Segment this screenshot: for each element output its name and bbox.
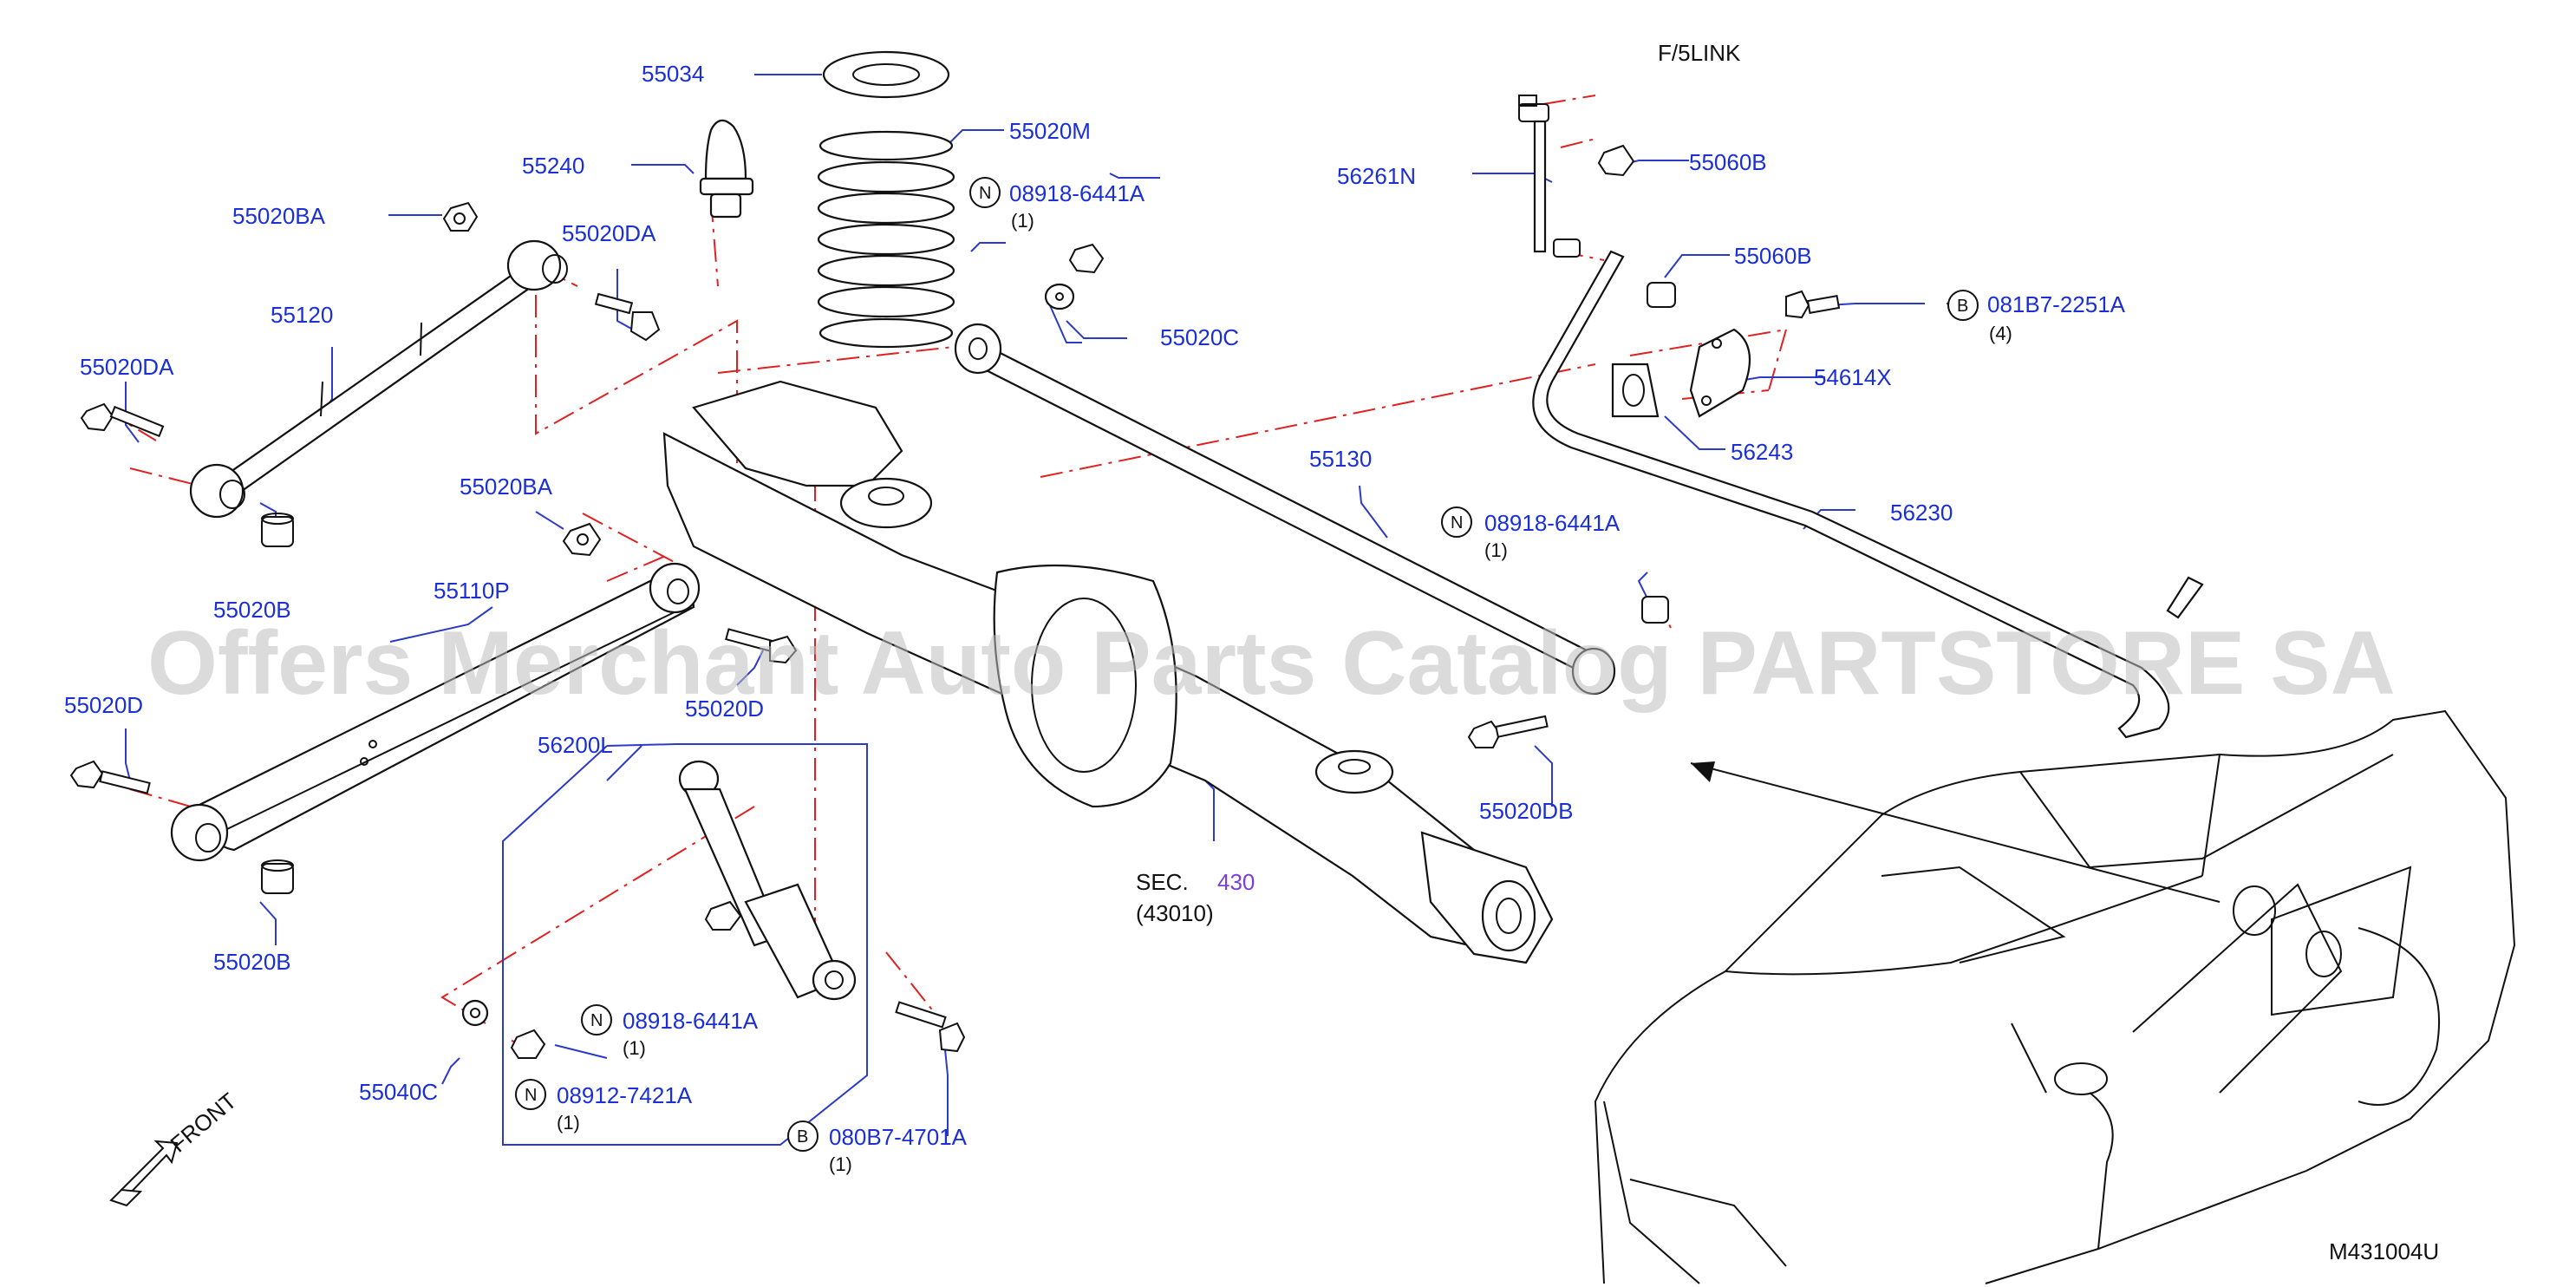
label-55130[interactable]: 55130	[1309, 446, 1372, 472]
bolt-081B7	[1785, 290, 1841, 319]
label-54614X[interactable]: 54614X	[1814, 364, 1892, 390]
svg-text:080B7-4701A: 080B7-4701A	[829, 1124, 968, 1150]
label-55020BA-top[interactable]: 55020BA	[232, 203, 326, 229]
label-55060B-mid[interactable]: 55060B	[1734, 243, 1812, 269]
label-55020DA-top[interactable]: 55020DA	[562, 220, 656, 246]
svg-text:08918-6441A: 08918-6441A	[1484, 510, 1621, 536]
nut-55060B-mid	[1647, 282, 1676, 308]
vehicle-locator	[1594, 709, 2516, 1284]
svg-text:(1): (1)	[1484, 539, 1508, 561]
figure-code: M431004U	[2329, 1238, 2439, 1264]
svg-text:(4): (4)	[1989, 323, 2012, 344]
label-55020C[interactable]: 55020C	[1160, 324, 1239, 350]
callout-08912-7421A[interactable]: N 08912-7421A (1)	[515, 1079, 693, 1133]
stabilizer-link-56261N	[1518, 95, 1581, 258]
svg-text:430: 430	[1217, 869, 1255, 895]
front-arrow-icon	[109, 1140, 179, 1207]
svg-text:(1): (1)	[829, 1153, 852, 1175]
label-55020DB[interactable]: 55020DB	[1479, 798, 1573, 824]
bump-stop-55240	[699, 119, 754, 219]
washer-55040C	[461, 999, 489, 1027]
label-56230[interactable]: 56230	[1890, 500, 1953, 526]
label-55040C[interactable]: 55040C	[359, 1079, 438, 1105]
label-55110P[interactable]: 55110P	[434, 578, 510, 604]
bolt-55020DA-top	[594, 292, 661, 342]
nut-55020BA-mid	[562, 522, 602, 557]
callout-08918-mid[interactable]: N 08918-6441A (1)	[1441, 506, 1621, 561]
lower-link-55110P	[170, 562, 701, 862]
axle-housing-43010	[662, 380, 1554, 964]
callout-08918-top[interactable]: N 08918-6441A (1)	[969, 177, 1145, 232]
label-55020D-left[interactable]: 55020D	[64, 692, 143, 718]
label-55034[interactable]: 55034	[642, 61, 704, 87]
clamp-bracket-54614X	[1689, 328, 1751, 418]
bolt-55020DB	[1467, 596, 1669, 748]
header-label: F/5LINK	[1658, 40, 1741, 66]
callout-08918-low[interactable]: N 08918-6441A (1)	[581, 1004, 759, 1059]
bushing-56243	[1611, 363, 1660, 418]
bolt-55020D-left	[69, 760, 151, 794]
svg-text:08912-7421A: 08912-7421A	[557, 1082, 693, 1108]
svg-text:(43010): (43010)	[1136, 900, 1214, 926]
nut-55020B-top	[261, 513, 294, 547]
bolt-55020D-mid	[725, 628, 798, 664]
nut-08912	[510, 1029, 546, 1059]
bolt-080B7	[895, 1001, 966, 1053]
stabilizer-bar-56230	[1532, 250, 2204, 739]
svg-text:(1): (1)	[623, 1037, 646, 1059]
svg-text:08918-6441A: 08918-6441A	[1009, 180, 1145, 206]
nut-55020BA-top	[442, 201, 479, 232]
svg-text:B: B	[1957, 297, 1968, 316]
label-55020BA-mid[interactable]: 55020BA	[460, 474, 553, 500]
coil-spring-55020M	[817, 130, 955, 349]
spring-seat-55034	[822, 50, 950, 99]
svg-text:08918-6441A: 08918-6441A	[623, 1008, 759, 1034]
label-56261N[interactable]: 56261N	[1337, 163, 1416, 189]
svg-text:(1): (1)	[1011, 210, 1034, 232]
label-55020D-mid[interactable]: 55020D	[685, 696, 764, 722]
label-55020DA-left[interactable]: 55020DA	[80, 354, 174, 380]
callout-081B7[interactable]: B (4)	[1947, 290, 2012, 344]
svg-text:SEC.: SEC.	[1136, 869, 1189, 895]
bolt-55020DA-left	[80, 402, 165, 438]
svg-text:N: N	[1451, 513, 1463, 532]
section-reference[interactable]: SEC. 430 (43010)	[1136, 869, 1255, 926]
lateral-rod-55130	[954, 323, 1616, 696]
label-55060B-top[interactable]: 55060B	[1689, 149, 1767, 175]
label-56243[interactable]: 56243	[1731, 439, 1793, 465]
shock-absorber-56200L	[678, 760, 857, 1001]
svg-text:N: N	[979, 184, 991, 203]
svg-text:N: N	[525, 1086, 537, 1105]
callout-080B7-4701A[interactable]: B 080B7-4701A (1)	[787, 1120, 968, 1175]
nut-55060B-top	[1597, 144, 1635, 177]
label-55240[interactable]: 55240	[522, 153, 584, 179]
watermark: Offers Merchant Auto Parts Catalog PARTS…	[147, 613, 2396, 714]
upper-link-55120	[189, 239, 568, 519]
label-55020M[interactable]: 55020M	[1009, 118, 1091, 144]
label-56200L[interactable]: 56200L	[538, 732, 613, 758]
label-081B7-2251A[interactable]: 081B7-2251A	[1987, 291, 2126, 317]
label-55020B-bottom[interactable]: 55020B	[213, 949, 291, 975]
nut-08918-low	[704, 900, 742, 931]
label-55120[interactable]: 55120	[271, 302, 333, 328]
leader-lines	[125, 74, 1977, 1146]
front-label: FRONT	[166, 1088, 242, 1158]
nut-55020B-bottom	[261, 859, 294, 894]
label-55020B-top[interactable]: 55020B	[213, 597, 291, 623]
washer-nut-55020C	[1044, 243, 1105, 310]
svg-text:N: N	[590, 1011, 603, 1030]
svg-text:B: B	[797, 1127, 808, 1147]
svg-text:(1): (1)	[557, 1112, 580, 1133]
